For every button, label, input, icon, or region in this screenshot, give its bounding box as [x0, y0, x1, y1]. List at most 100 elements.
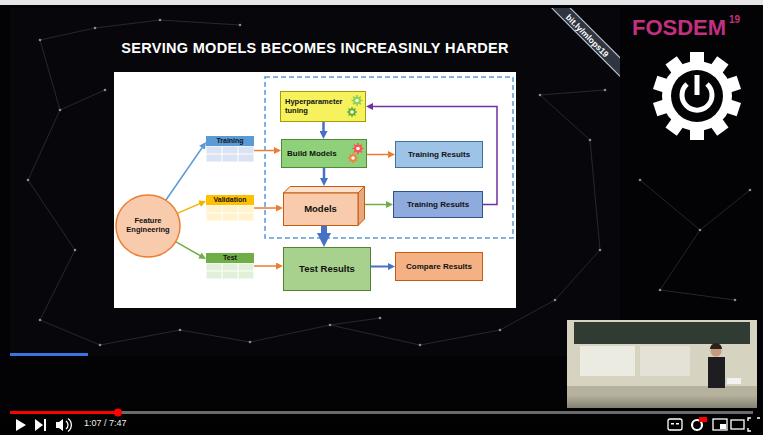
- gear-icon: [347, 140, 365, 167]
- gear-icon: [352, 95, 363, 106]
- slide-background: [10, 8, 620, 356]
- player-icons: [748, 428, 751, 431]
- constellation: [40, 28, 95, 40]
- flow-arrow: [177, 203, 202, 214]
- constellation: [540, 90, 605, 95]
- player-icons: [713, 419, 727, 430]
- gear-hole: [350, 110, 354, 114]
- flow-arrow: [176, 242, 203, 257]
- constellation: [40, 320, 100, 345]
- constellation-dots: [94, 27, 97, 30]
- fosdem-gear-logo: [725, 99, 741, 116]
- fosdem-gear-logo: [665, 118, 683, 136]
- flow-arrow: [323, 168, 326, 181]
- model-cube: Models: [283, 186, 365, 226]
- constellation-dots: [249, 341, 252, 344]
- webcam-inset: [640, 346, 690, 376]
- constellation-dots: [419, 344, 422, 347]
- node-label: Build Models: [287, 149, 346, 158]
- table-cell: [239, 214, 254, 221]
- fosdem-gear-logo: [710, 118, 728, 136]
- url-ribbon: bit.ly/mlops19: [530, 8, 620, 93]
- table-cell: [239, 272, 254, 279]
- table-cell: [239, 264, 254, 271]
- fosdem-gear-logo: [653, 52, 741, 140]
- table-cell: [207, 272, 222, 279]
- player-icons: [16, 417, 760, 432]
- table-cells: [206, 263, 254, 279]
- webcam-inset: [567, 320, 757, 408]
- player-icons: [720, 424, 726, 429]
- player-icons: [44, 419, 46, 431]
- gear-hole: [356, 147, 360, 151]
- player-icons: [16, 419, 26, 431]
- constellation-dots: [329, 324, 332, 327]
- flow-arrow: [367, 154, 391, 156]
- player-icons: [35, 419, 43, 431]
- table-cell: [223, 214, 238, 221]
- result-box: Test Results: [283, 247, 371, 291]
- constellation-dots: [749, 189, 752, 192]
- table-header: Training: [206, 136, 254, 146]
- data-table: Validation: [206, 195, 254, 221]
- webcam-inset: [580, 346, 635, 376]
- constellation: [555, 250, 600, 300]
- fosdem-gear-logo: [710, 56, 728, 74]
- constellation: [700, 190, 750, 230]
- constellation: [100, 330, 180, 345]
- data-table: Training: [206, 136, 254, 162]
- dashed-region: [265, 77, 513, 238]
- node-label: Training Results: [398, 200, 478, 209]
- table-cell: [207, 155, 222, 162]
- table-cell: [223, 264, 238, 271]
- table-cell: [207, 147, 222, 154]
- constellation-dots: [589, 139, 592, 142]
- node-label: Feature Engineering: [121, 217, 175, 234]
- constellation-dots: [59, 109, 62, 112]
- result-box: Training Results: [395, 141, 483, 168]
- constellation-dots: [599, 249, 602, 252]
- constellation-dots: [539, 94, 542, 97]
- flow-arrow: [321, 226, 327, 239]
- flow-arrow: [371, 266, 391, 268]
- webcam-inset: [708, 357, 725, 388]
- controls-shade: [0, 395, 763, 435]
- node-label: Hyperparameter tuning: [285, 98, 345, 115]
- constellation: [330, 318, 380, 325]
- flow-arrow: [365, 204, 389, 206]
- player-icons: [668, 419, 682, 430]
- fosdem-gear-logo: [695, 75, 700, 95]
- gear-icon: [347, 107, 357, 117]
- table-cell: [207, 206, 222, 213]
- constellation: [28, 180, 75, 250]
- constellation-dots: [39, 39, 42, 42]
- constellation-dots: [659, 289, 662, 292]
- result-box: Training Results: [393, 191, 483, 218]
- cube-top: [284, 187, 365, 194]
- constellation: [180, 330, 250, 342]
- node-label: Models: [285, 204, 356, 215]
- fosdem-gear-logo: [725, 76, 741, 93]
- constellation-dots: [554, 299, 557, 302]
- constellation-dots: [604, 89, 607, 92]
- node-label: Test Results: [288, 264, 366, 275]
- constellation-dots: [379, 317, 382, 320]
- webcam-inset: [727, 378, 741, 384]
- constellation: [420, 330, 500, 345]
- fosdem-gear-logo: [671, 70, 723, 122]
- constellation: [40, 250, 75, 320]
- player-icons: [699, 417, 707, 422]
- constellation: [640, 180, 700, 230]
- fosdem-gear-logo: [690, 52, 704, 64]
- flow-arrow: [370, 107, 497, 205]
- constellation-dots: [639, 179, 642, 182]
- webcam-inset: [574, 322, 750, 344]
- player-icons: [748, 418, 760, 421]
- result-box: Compare Results: [395, 252, 483, 281]
- gear-hole: [351, 156, 355, 160]
- gear-icon: [353, 143, 364, 154]
- constellation: [28, 20, 750, 345]
